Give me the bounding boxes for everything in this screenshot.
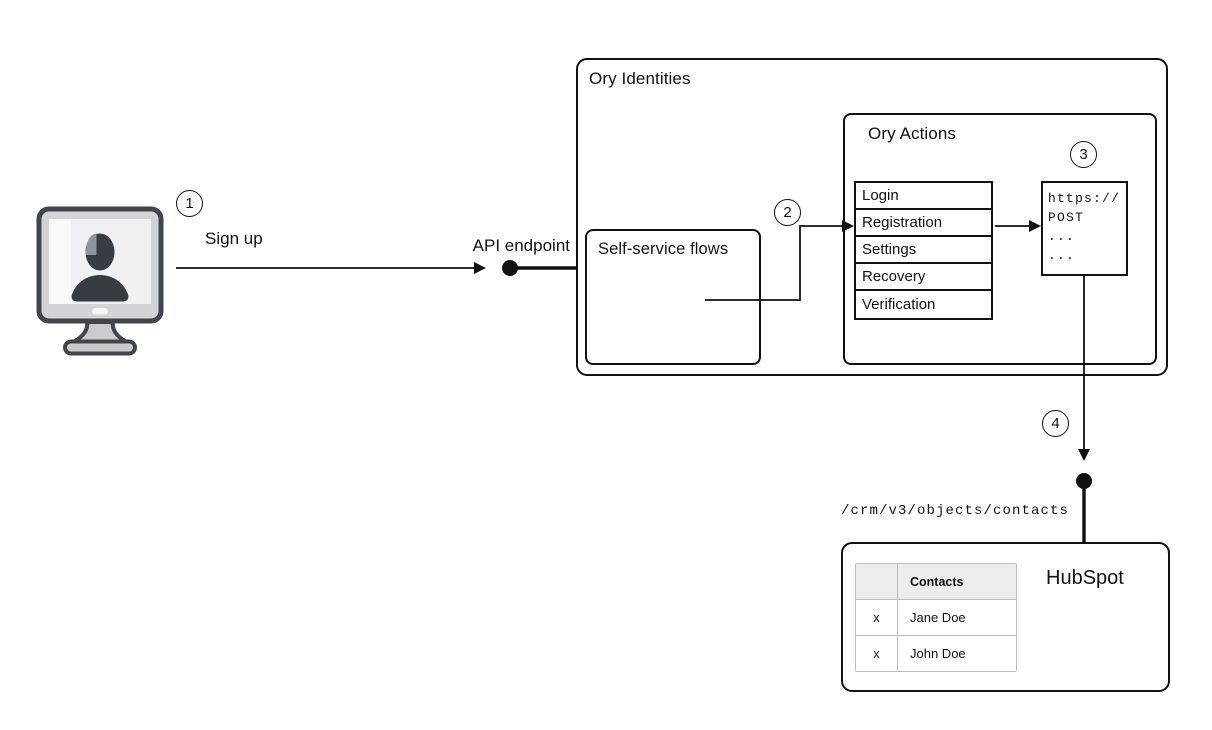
flow-list: Login Registration Settings Recovery Ver… [854,181,993,320]
signup-label: Sign up [205,229,263,248]
self-service-flows-box: Self-service flows [585,229,761,365]
contacts-table-header-label: Contacts [910,574,964,589]
arrowhead-right-icon [474,262,486,274]
step-badge-4: 4 [1042,410,1069,437]
crm-endpoint-dot [1076,473,1092,489]
flow-row-registration: Registration [856,210,991,237]
contacts-table-header-mark-cell [856,564,898,599]
code-line: https:// [1048,191,1121,206]
contact-mark: x [856,600,898,635]
step-number: 2 [783,204,792,221]
code-line: POST [1048,210,1085,225]
step-number: 4 [1051,415,1060,432]
contacts-table: Contacts x Jane Doe x John Doe [855,563,1017,672]
ory-identities-title: Ory Identities [589,69,691,88]
step-badge-1: 1 [176,190,203,217]
code-line: ... [1048,248,1076,263]
step-badge-2: 2 [774,199,801,226]
api-endpoint-dot [502,260,518,276]
contact-name: John Doe [910,646,966,661]
flow-row-settings: Settings [856,237,991,264]
flow-row-login: Login [856,183,991,210]
monitor-icon [36,206,164,356]
contacts-table-header-row: Contacts [856,564,1016,599]
hubspot-title: HubSpot [1046,567,1124,589]
ory-identities-box: Ory Identities Self-service flows Ory Ac… [576,58,1168,376]
code-line: ... [1048,229,1076,244]
self-service-flows-title: Self-service flows [598,240,729,258]
step-badge-3: 3 [1070,141,1097,168]
flow-row-recovery: Recovery [856,264,991,291]
contacts-table-row: x Jane Doe [856,599,1016,635]
person-silhouette-icon [71,233,129,302]
ory-actions-title: Ory Actions [868,124,957,143]
ory-actions-box: Ory Actions Login Registration Settings … [843,113,1157,365]
crm-endpoint-path-label: /crm/v3/objects/contacts [841,503,1070,519]
arrowhead-down-icon [1078,449,1090,461]
step-number: 1 [185,195,194,212]
step-number: 3 [1079,146,1088,163]
contact-mark: x [856,636,898,671]
contacts-table-row: x John Doe [856,635,1016,671]
flow-row-verification: Verification [862,296,936,313]
user-computer-icon [36,206,164,356]
webhook-code-block: https:// POST ... ... [1041,181,1128,276]
hubspot-box: HubSpot Contacts x Jane Doe x John Doe [841,542,1170,692]
api-endpoint-label: API endpoint [472,236,570,255]
contact-name: Jane Doe [910,610,966,625]
